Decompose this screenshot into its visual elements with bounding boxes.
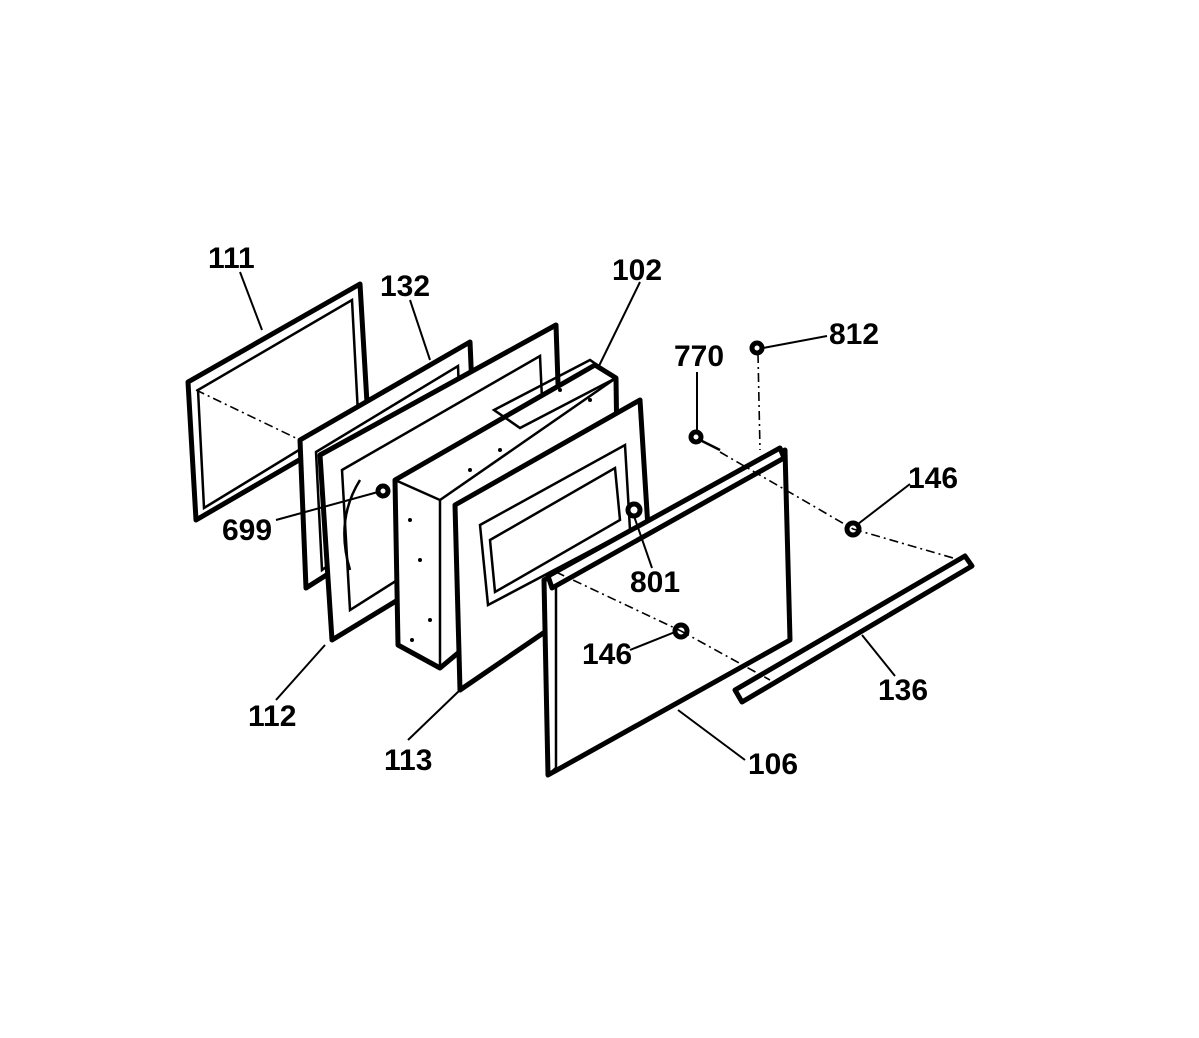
leader-lines <box>239 271 911 761</box>
fastener-801 <box>625 501 643 519</box>
label-132: 132 <box>380 270 430 303</box>
label-106: 106 <box>748 748 798 781</box>
label-699: 699 <box>222 514 272 547</box>
alignment-lines <box>195 389 961 681</box>
label-146-lower: 146 <box>582 638 632 671</box>
label-136: 136 <box>878 674 928 707</box>
label-770: 770 <box>674 340 724 373</box>
label-112: 112 <box>248 700 296 733</box>
fastener-812 <box>749 340 765 451</box>
fastener-699 <box>375 483 391 499</box>
label-102: 102 <box>612 254 662 287</box>
label-812: 812 <box>829 318 879 351</box>
part-136-trim <box>732 553 975 705</box>
label-801: 801 <box>630 566 680 599</box>
label-111: 111 <box>208 242 255 275</box>
label-146-right: 146 <box>908 462 958 495</box>
fastener-770 <box>688 429 721 452</box>
label-113: 113 <box>384 744 432 777</box>
top-trim-strip <box>545 445 787 591</box>
